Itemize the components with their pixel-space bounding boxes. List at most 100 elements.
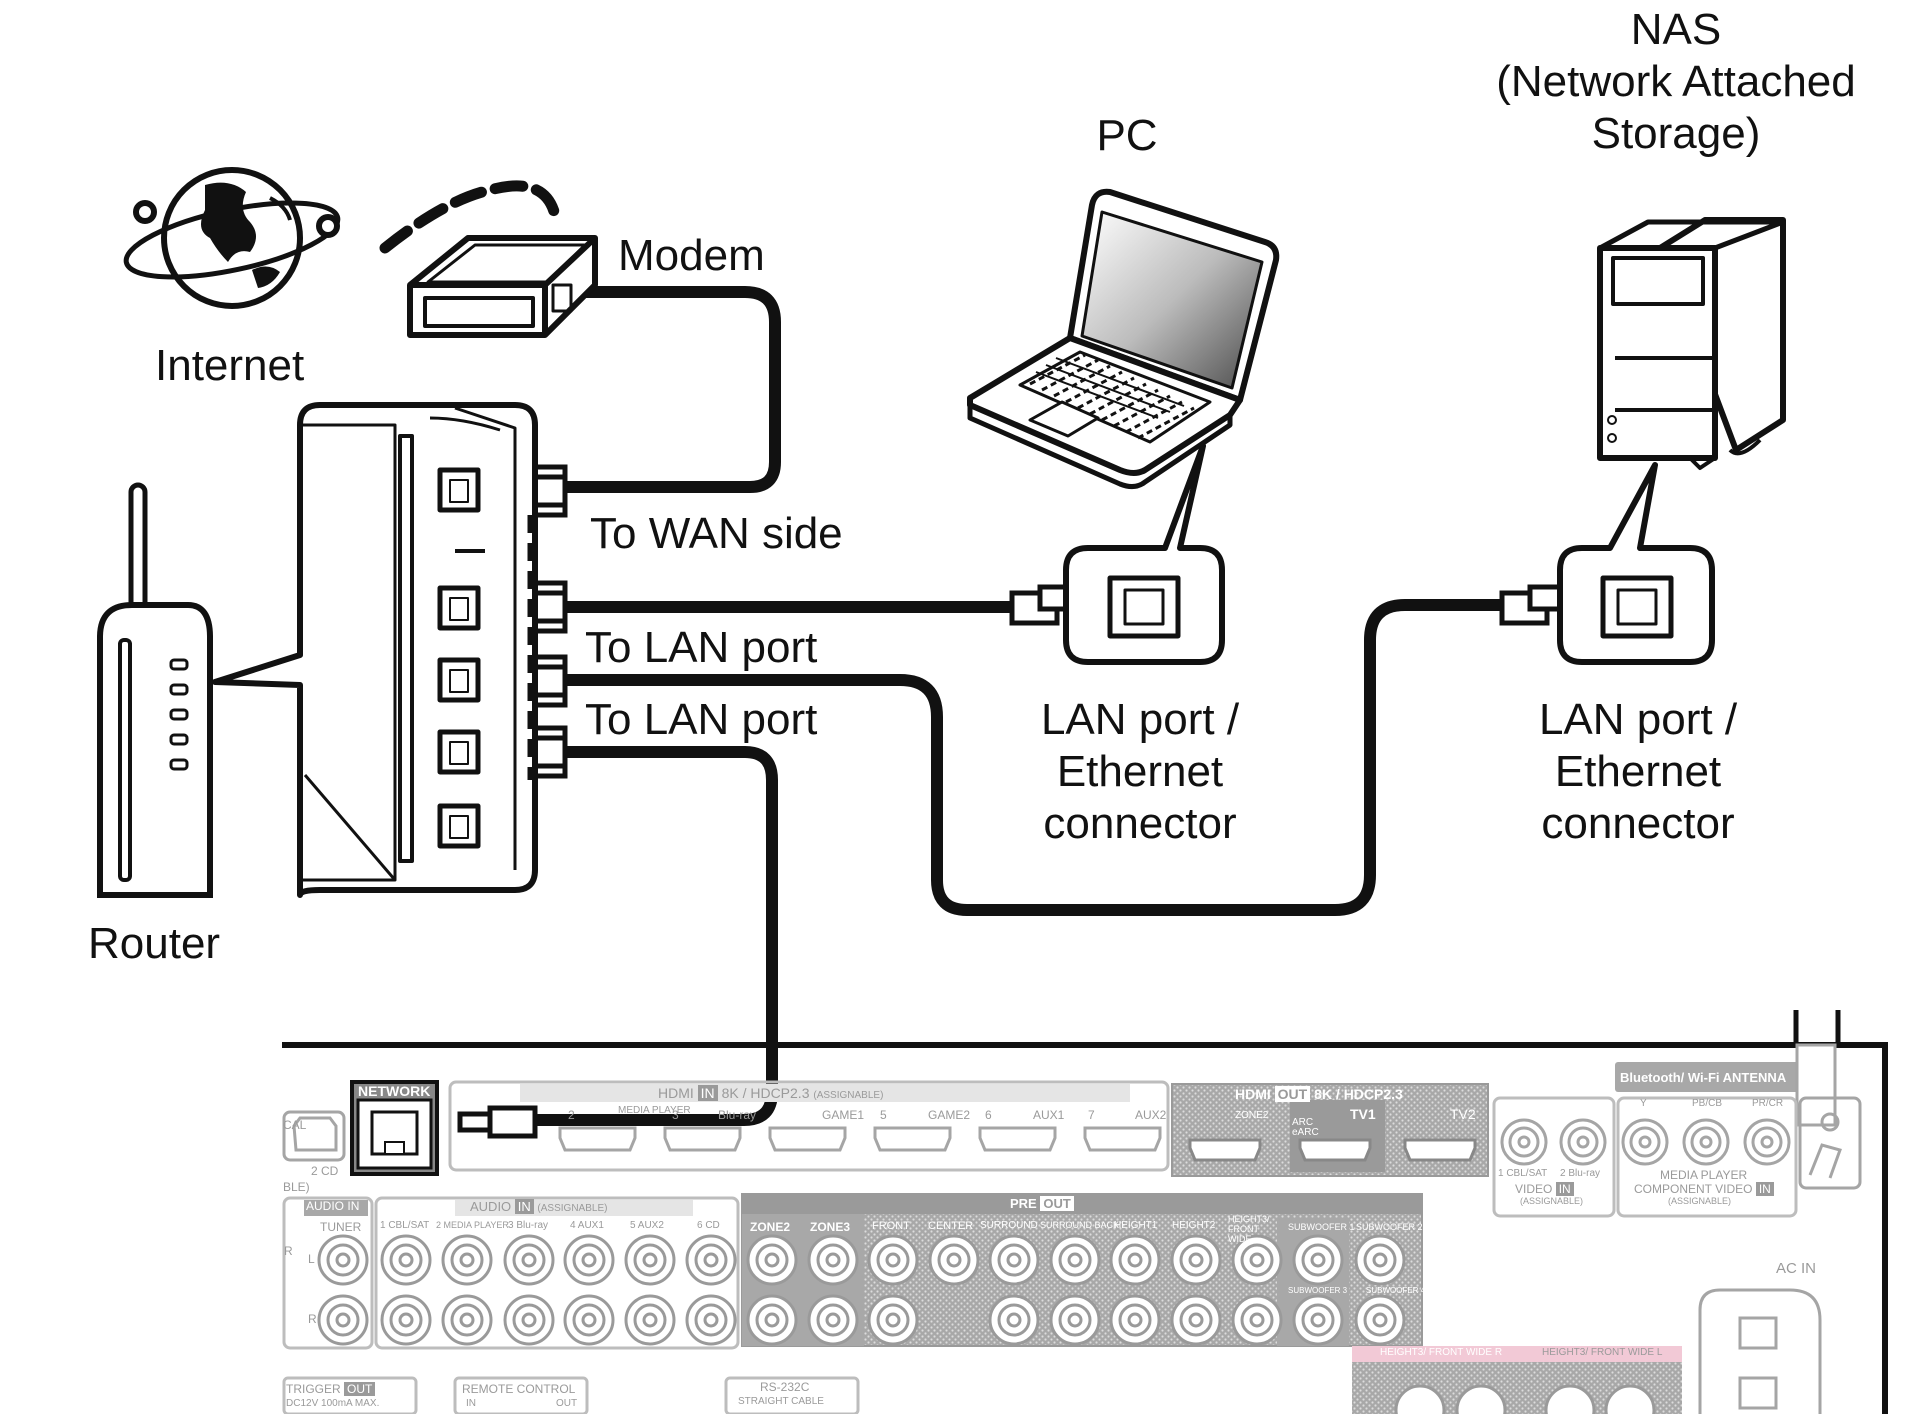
trigger-label: TRIGGER	[286, 1382, 341, 1396]
pre-height3: HEIGHT3/ FRONT WIDE	[1228, 1214, 1270, 1244]
video-badge: IN	[1555, 1182, 1574, 1196]
network-port	[350, 1080, 439, 1176]
r-partial-label: R	[284, 1244, 293, 1258]
height-row-r: HEIGHT3/ FRONT WIDE R	[1380, 1347, 1502, 1358]
pre-zone3: ZONE3	[810, 1220, 851, 1234]
straight-cable-label: STRAIGHT CABLE	[738, 1396, 824, 1407]
hdmi-out-arc: ARC eARC	[1292, 1117, 1319, 1138]
hdmi-in-input-6: 6	[985, 1108, 992, 1122]
pre-front: FRONT	[872, 1220, 910, 1232]
component-video-badge: IN	[1755, 1182, 1774, 1196]
nas-label-line-3: Storage)	[1591, 109, 1761, 158]
hdmi-out-spec: 8K / HDCP2.3	[1314, 1086, 1403, 1102]
video-title: VIDEO IN	[1515, 1182, 1574, 1196]
audio-in-bluray: 3 Blu-ray	[508, 1220, 549, 1231]
pc-lan-port-label: LAN port / Ethernet connector	[1041, 694, 1239, 850]
remote-in-label: IN	[466, 1398, 476, 1409]
audio-badge: IN	[514, 1199, 534, 1214]
receiver-lan-cable	[532, 746, 778, 1126]
pc-label: PC	[1096, 111, 1158, 160]
nas-label-line-2: (Network Attached	[1496, 57, 1856, 106]
lr-l-label: L	[308, 1252, 315, 1266]
audio-in-left-title: AUDIO IN	[306, 1199, 359, 1213]
network-label: NETWORK	[358, 1083, 431, 1099]
hdmi-in-input-blu-ray: Blu-ray	[718, 1108, 757, 1122]
pre-subwoofer4: SUBWOOFER 4	[1366, 1286, 1426, 1295]
rca-video-jacks	[1500, 1118, 1791, 1166]
to-lan-port-label-2: To LAN port	[585, 695, 818, 744]
nas-icon	[1597, 217, 1786, 470]
pre-subwoofer2: SUBWOOFER 2	[1356, 1222, 1423, 1232]
video-assignable: (ASSIGNABLE)	[1520, 1196, 1584, 1206]
cable-plugs	[457, 464, 1583, 1139]
component-y-label: Y	[1640, 1098, 1647, 1109]
hdmi-in-input-game2: GAME2	[928, 1108, 971, 1122]
hdmi-out-label: HDMI	[1235, 1086, 1271, 1102]
pre-out-title: PRE OUT	[1010, 1196, 1074, 1211]
audio-in-cbl: 1 CBL/SAT	[380, 1220, 430, 1231]
receiver-rear-panel	[282, 1010, 1888, 1414]
hdmi-in-badge: IN	[697, 1085, 718, 1101]
hdmi-in-input-2: 2	[568, 1108, 575, 1122]
hdmi-in-ports	[558, 1126, 1162, 1152]
lr-r-label: R	[308, 1312, 317, 1326]
pc-lan-port-label-line-1: LAN port /	[1040, 695, 1240, 744]
modem-label: Modem	[618, 231, 765, 280]
nas-lan-port-label-line-1: LAN port /	[1538, 695, 1738, 744]
trigger-title: TRIGGER OUT	[286, 1382, 376, 1396]
nas-lan-port-label: LAN port / Ethernet connector	[1539, 694, 1737, 850]
video-label: VIDEO	[1515, 1182, 1553, 1196]
remote-control-label: REMOTE CONTROL	[462, 1382, 576, 1396]
height-r-label: HEIGHT3/	[1380, 1347, 1427, 1358]
ble-partial-label: BLE)	[283, 1180, 310, 1194]
pc-lan-port-label-line-2: Ethernet	[1056, 747, 1224, 796]
cables	[379, 180, 1511, 1126]
hdmi-in-label: HDMI	[658, 1085, 694, 1101]
trigger-spec: DC12V 100mA MAX.	[286, 1398, 380, 1409]
audio-in-left-badge: IN	[347, 1199, 360, 1213]
pc-laptop-icon	[967, 188, 1280, 490]
hdmi-in-input-media-player: MEDIA PLAYER	[618, 1105, 691, 1116]
internet-modem-dashed-link	[379, 180, 561, 254]
front-wide-l-label: FRONT WIDE	[1590, 1347, 1655, 1358]
hdmi-in-input-aux1: AUX1	[1033, 1108, 1065, 1122]
hdmi-out-tv2: TV2	[1450, 1106, 1476, 1122]
internet-label: Internet	[155, 341, 305, 390]
antenna-label: Bluetooth/ Wi-Fi ANTENNA	[1620, 1070, 1787, 1085]
component-pb-label: PB/CB	[1692, 1098, 1723, 1109]
height-row-l: HEIGHT3/ FRONT WIDE L	[1542, 1347, 1662, 1358]
hdmi-in-title: HDMI IN 8K / HDCP2.3 (ASSIGNABLE)	[658, 1085, 883, 1101]
nas-label: NAS (Network Attached Storage)	[1496, 4, 1856, 160]
component-assignable: (ASSIGNABLE)	[1668, 1196, 1732, 1206]
hdmi-in-input-game1: GAME1	[822, 1108, 865, 1122]
audio-in-aux2: 5 AUX2	[630, 1220, 664, 1231]
audio-label: AUDIO	[470, 1199, 512, 1214]
hdmi-out-title: HDMI OUT 8K / HDCP2.3	[1235, 1086, 1403, 1102]
audio-assignable: (ASSIGNABLE)	[537, 1203, 608, 1214]
to-wan-side-label: To WAN side	[590, 509, 843, 558]
audio-in-tuner: TUNER	[320, 1220, 362, 1234]
height-r-badge: R	[1494, 1347, 1503, 1358]
nas-label-line-1: NAS	[1630, 5, 1722, 54]
modem-wan-cable	[554, 286, 781, 493]
rca-audio-jacks	[317, 1234, 1406, 1346]
rca-row-bottom	[317, 1294, 1406, 1346]
cd-small-label: 2 CD	[311, 1164, 339, 1178]
audio-in-left-label: AUDIO	[306, 1199, 345, 1213]
audio-in-title: AUDIO IN (ASSIGNABLE)	[470, 1199, 607, 1214]
hdmi-in-input-3: 3	[672, 1108, 679, 1122]
nas-lan-port-callout	[1557, 462, 1715, 665]
pc-lan-port-label-line-3: connector	[1043, 799, 1237, 848]
component-video-label: COMPONENT VIDEO	[1634, 1182, 1753, 1196]
trigger-badge: OUT	[344, 1382, 376, 1396]
hdmi-out-tv1: TV1	[1350, 1106, 1376, 1122]
pre-badge: OUT	[1040, 1196, 1074, 1211]
router-icon	[97, 482, 213, 898]
pre-label: PRE	[1010, 1196, 1037, 1211]
remote-out-label: OUT	[556, 1398, 578, 1409]
component-video-title: COMPONENT VIDEO IN	[1634, 1182, 1774, 1196]
pre-subwoofer3: SUBWOOFER 3	[1288, 1286, 1348, 1295]
pre-subwoofer1: SUBWOOFER 1	[1288, 1222, 1355, 1232]
hdmi-in-input-aux2: AUX2	[1135, 1108, 1167, 1122]
